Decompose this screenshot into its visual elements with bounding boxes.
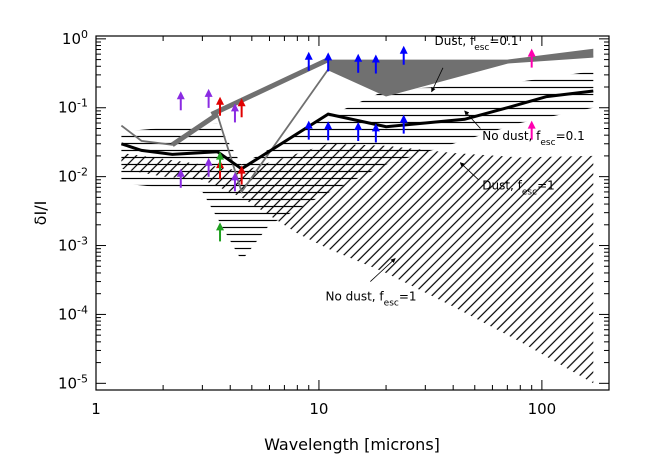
axes: 1 10 100 10-5 10-4 10-3 10-2 10-1 100 — [58, 27, 610, 418]
upper-limit-arrowhead — [216, 96, 225, 105]
annotation-label: Dust, fesc=0.1 — [435, 34, 519, 53]
annotation-arrow — [459, 162, 479, 181]
dust-fesc-0.1-band — [328, 48, 594, 96]
annotation-arrow — [431, 67, 444, 93]
upper-limit-arrowhead — [237, 165, 246, 174]
series-lines — [120, 48, 594, 194]
upper-limit-arrowhead — [176, 168, 185, 177]
band-diagonal-hatch — [121, 143, 594, 384]
no-dust-fesc-0.1-line — [120, 89, 594, 171]
dust-fesc-0.1-band-edge — [210, 57, 330, 117]
upper-limit-arrowhead — [354, 121, 363, 130]
upper-limit-arrowhead — [324, 52, 333, 61]
upper-limit-arrowhead — [216, 222, 225, 231]
y-axis-label: δI/I — [31, 201, 50, 226]
y-tick-label: 10-1 — [58, 96, 88, 117]
upper-limit-arrowhead — [324, 121, 333, 130]
upper-limit-arrowhead — [230, 103, 239, 112]
upper-limit-arrows — [176, 45, 536, 242]
upper-limit-arrowhead — [176, 91, 185, 100]
x-axis-label: Wavelength [microns] — [264, 435, 440, 454]
annotation-label: Dust, fesc=1 — [482, 179, 555, 198]
upper-limit-arrowhead — [527, 120, 536, 129]
y-tick-label: 100 — [62, 27, 88, 48]
upper-limit-arrowhead — [371, 123, 380, 132]
upper-limit-arrowhead — [304, 51, 313, 60]
upper-limit-arrowhead — [399, 45, 408, 54]
upper-limit-arrowhead — [204, 157, 213, 166]
y-tick-label: 10-3 — [58, 234, 88, 255]
upper-limit-arrowhead — [230, 172, 239, 181]
x-tick-label: 1 — [91, 400, 101, 418]
annotation-label: No dust, fesc=1 — [325, 289, 416, 308]
upper-limit-arrowhead — [237, 98, 246, 107]
annotation-label: No dust, fesc=0.1 — [482, 129, 585, 148]
x-tick-label: 10 — [309, 400, 328, 418]
upper-limit-arrowhead — [216, 151, 225, 160]
y-tick-label: 10-5 — [58, 372, 88, 393]
upper-limit-arrowhead — [399, 114, 408, 123]
hatched-regions — [121, 71, 594, 384]
y-tick-label: 10-2 — [58, 165, 88, 186]
annotation-arrow — [370, 258, 396, 282]
upper-limit-arrowhead — [304, 120, 313, 129]
y-tick-label: 10-4 — [58, 303, 88, 324]
upper-limit-arrowhead — [527, 48, 536, 57]
upper-limit-arrowhead — [204, 88, 213, 97]
upper-limit-arrowhead — [371, 54, 380, 63]
upper-limit-arrowhead — [354, 53, 363, 62]
dust-fesc-0.1-line — [120, 55, 594, 194]
annotation-arrow — [464, 110, 481, 129]
x-tick-label: 100 — [528, 400, 557, 418]
